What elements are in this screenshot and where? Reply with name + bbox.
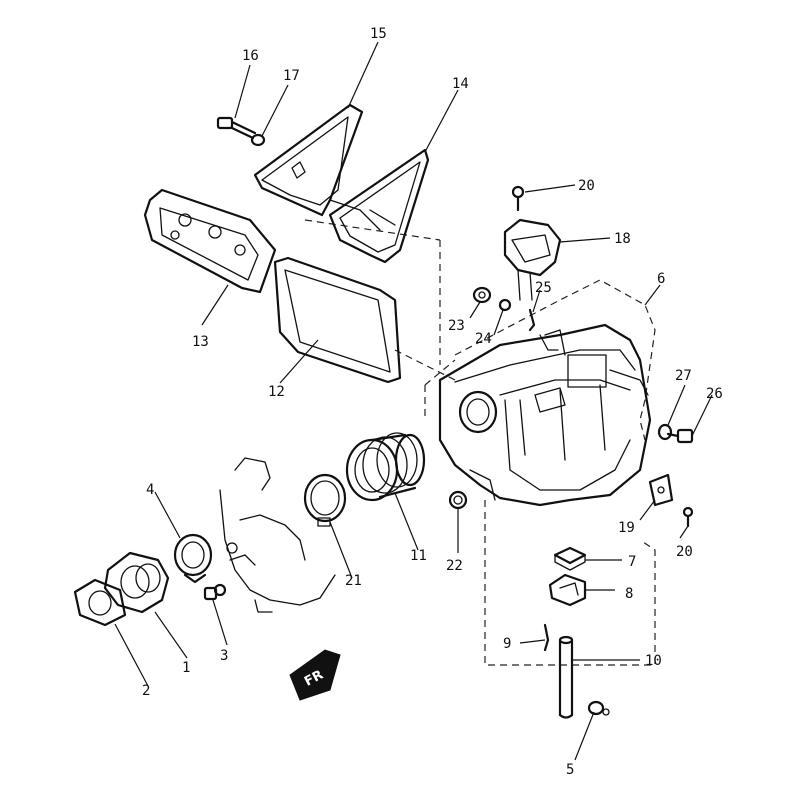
- callout-25: 25: [535, 280, 552, 296]
- callout-23: 23: [448, 318, 465, 334]
- part-1-manifold: [103, 551, 170, 614]
- callout-18: 18: [614, 231, 631, 247]
- callout-10: 10: [645, 653, 662, 669]
- leader-lines: [114, 41, 713, 761]
- part-14-filter-element: [328, 148, 430, 264]
- part-20-screw-top: [511, 185, 525, 212]
- part-25-clip: [528, 308, 536, 332]
- part-20-screw-bottom: [682, 506, 694, 528]
- callout-20-top: 20: [578, 178, 595, 194]
- callout-24: 24: [475, 331, 492, 347]
- part-18-elbow: [503, 218, 562, 301]
- air-box-assembly-outline: [304, 219, 656, 666]
- part-9-clip: [543, 623, 550, 652]
- part-8-holder: [548, 573, 587, 607]
- callout-9: 9: [503, 636, 511, 652]
- callout-15: 15: [370, 26, 387, 42]
- part-23-nut: [472, 286, 492, 304]
- part-17-washer: [250, 133, 266, 147]
- part-2-gasket: [73, 578, 127, 627]
- callout-8: 8: [625, 586, 633, 602]
- part-12-gasket: [273, 256, 402, 384]
- part-24-washer: [498, 298, 512, 312]
- part-19-bracket: [648, 473, 674, 507]
- callout-12: 12: [268, 384, 285, 400]
- callout-7: 7: [628, 554, 636, 570]
- callout-20-bottom: 20: [676, 544, 693, 560]
- part-21-clamp: [303, 473, 347, 527]
- callout-26: 26: [706, 386, 723, 402]
- callout-2: 2: [142, 683, 150, 699]
- carburetor-sketch: [219, 457, 336, 613]
- callout-13: 13: [192, 334, 209, 350]
- part-7-plug: [553, 546, 587, 571]
- part-16-bolt: [216, 116, 257, 140]
- callout-14: 14: [452, 76, 469, 92]
- callout-11: 11: [410, 548, 427, 564]
- part-11-boot: [345, 432, 426, 502]
- part-13-plate: [143, 188, 277, 294]
- callout-labels: 15 14 16 17 20 18 25 6 23 24 27 26 19 20…: [142, 26, 723, 778]
- callout-16: 16: [242, 48, 259, 64]
- part-22-grommet: [448, 490, 468, 510]
- callout-22: 22: [446, 558, 463, 574]
- part-3-bolt: [203, 583, 227, 601]
- callout-19: 19: [618, 520, 635, 536]
- part-27-washer: [657, 423, 673, 441]
- part-15-cover: [253, 103, 381, 231]
- callout-5: 5: [566, 762, 574, 778]
- callout-17: 17: [283, 68, 300, 84]
- part-10-hose: [558, 635, 574, 719]
- callout-3: 3: [220, 648, 228, 664]
- part-6-air-box: [438, 323, 652, 507]
- part-4-clamp: [173, 533, 213, 584]
- callout-27: 27: [675, 368, 692, 384]
- callout-4: 4: [146, 482, 154, 498]
- callout-6: 6: [657, 271, 665, 287]
- part-5-clamp: [587, 700, 610, 716]
- callout-21: 21: [345, 573, 362, 589]
- front-direction-marker: FR: [289, 649, 341, 701]
- callout-1: 1: [182, 660, 190, 676]
